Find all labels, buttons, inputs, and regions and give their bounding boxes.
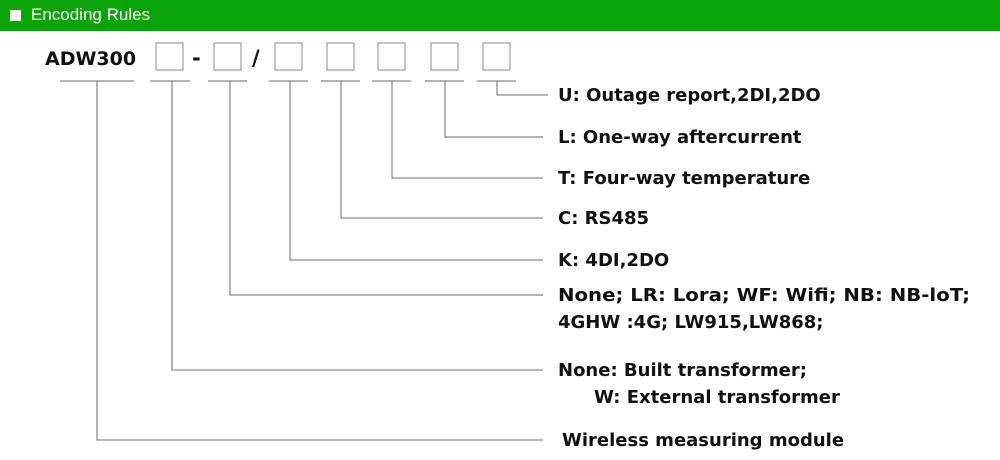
code-box-5 <box>377 42 406 71</box>
connector-comm <box>229 81 543 296</box>
slash-separator: / <box>252 46 260 70</box>
code-box-1 <box>155 42 184 71</box>
label-comm-line2: 4GHW :4G; LW915,LW868; <box>558 312 823 333</box>
code-box-2 <box>213 42 242 71</box>
connector-t <box>391 81 543 179</box>
label-l: L: One-way aftercurrent <box>558 127 802 148</box>
connector-l <box>444 81 543 138</box>
code-box-4 <box>326 42 355 71</box>
label-comm-line1: None; LR: Lora; WF: Wifi; NB: NB-loT; <box>558 285 970 306</box>
section-header: Encoding Rules <box>0 0 1000 31</box>
label-t: T: Four-way temperature <box>558 168 810 189</box>
label-transformer-line2: W: External transformer <box>594 387 840 408</box>
code-box-6 <box>430 42 459 71</box>
label-u: U: Outage report,2DI,2DO <box>558 85 821 106</box>
square-bullet-icon <box>10 10 21 21</box>
model-prefix: ADW300 <box>45 48 136 70</box>
label-transformer-line1: None: Built transformer; <box>558 360 807 381</box>
label-c: C: RS485 <box>558 208 649 229</box>
code-box-7 <box>482 42 511 71</box>
dash-separator: - <box>192 46 201 70</box>
connector-base <box>96 81 543 441</box>
connector-transformer <box>171 81 543 371</box>
code-box-3 <box>274 42 303 71</box>
label-k: K: 4DI,2DO <box>558 250 669 271</box>
connector-u <box>496 81 548 96</box>
connector-c <box>340 81 543 219</box>
label-base: Wireless measuring module <box>562 430 844 451</box>
connector-k <box>289 81 543 261</box>
section-title: Encoding Rules <box>31 5 151 24</box>
